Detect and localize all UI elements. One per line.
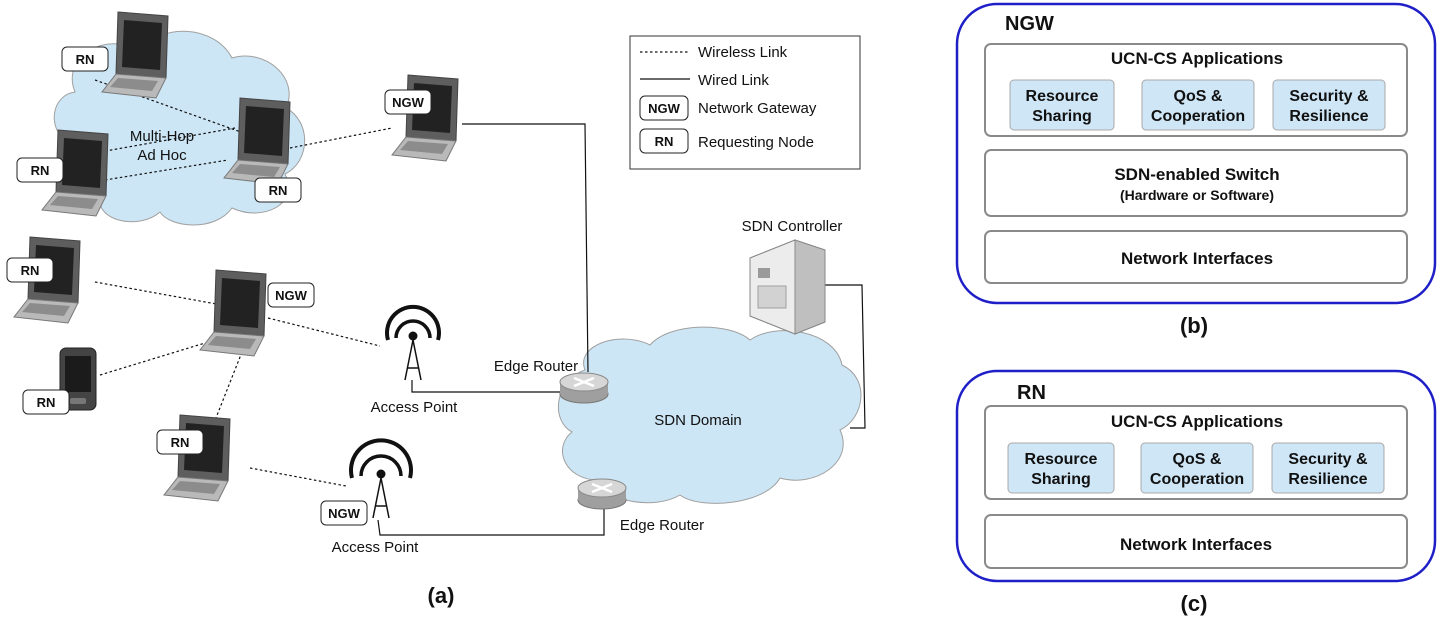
rn-app1-line1: Resource (1025, 451, 1098, 468)
network-diagram: RN RN RN NGW RN NGW RN RN NGW Multi-Hop … (6, 11, 866, 608)
rn-app2-line1: QoS & (1173, 451, 1222, 468)
legend-ngw-tag: NGW (648, 101, 681, 116)
rn-tag: RN (269, 183, 288, 198)
caption-c: (c) (1181, 591, 1208, 616)
antenna-icon (349, 438, 413, 519)
laptop-icon (391, 74, 459, 162)
rn-tag: RN (76, 52, 95, 67)
legend-rn-tag: RN (655, 134, 674, 149)
ngw-app1-line2: Sharing (1032, 108, 1092, 125)
rn-app3-line2: Resilience (1288, 471, 1367, 488)
ngw-app1-line1: Resource (1026, 88, 1099, 105)
server-icon (749, 239, 826, 335)
rn-app-qos (1140, 442, 1254, 494)
ngw-tag: NGW (392, 95, 425, 110)
rn-tag: RN (31, 163, 50, 178)
rn-interfaces-label: Network Interfaces (1120, 535, 1272, 554)
rn-app-resource-sharing (1007, 442, 1115, 494)
ngw-stack-title: NGW (1005, 13, 1054, 35)
edge-router-icon (576, 477, 628, 511)
rn-app3-line1: Security & (1288, 451, 1368, 468)
adhoc-label-line2: Ad Hoc (137, 147, 187, 164)
legend: NGW RN Wireless Link Wired Link Network … (629, 35, 861, 170)
ngw-app3-line2: Resilience (1289, 108, 1368, 125)
rn-app2-line2: Cooperation (1150, 471, 1244, 488)
edge-router-label: Edge Router (494, 358, 578, 375)
ngw-interfaces-label: Network Interfaces (1121, 249, 1273, 268)
ngw-app3-line1: Security & (1289, 88, 1369, 105)
ngw-app2-line2: Cooperation (1151, 108, 1245, 125)
ngw-switch-layer (984, 149, 1408, 217)
ngw-app-security (1272, 79, 1386, 131)
ngw-interfaces-layer (984, 230, 1408, 284)
rn-tag: RN (21, 263, 40, 278)
legend-wireless-label: Wireless Link (698, 44, 788, 61)
wireless-links (94, 79, 393, 487)
sdn-controller-label: SDN Controller (742, 218, 843, 235)
sdn-domain-label: SDN Domain (654, 412, 742, 429)
rn-app-security (1271, 442, 1385, 494)
ngw-tag: NGW (328, 506, 361, 521)
rn-apps-title: UCN-CS Applications (1111, 412, 1283, 431)
legend-wired-label: Wired Link (698, 72, 769, 89)
laptop-icon (199, 269, 267, 357)
laptop-icon (163, 414, 231, 502)
ngw-tag: NGW (275, 288, 308, 303)
legend-rn-label: Requesting Node (698, 134, 814, 151)
ngw-app-qos (1141, 79, 1255, 131)
rn-stack: RN UCN-CS Applications Resource Sharing … (955, 369, 1437, 616)
ngw-switch-line2: (Hardware or Software) (1120, 187, 1274, 203)
edge-router-icon (558, 371, 610, 405)
ngw-app-resource-sharing (1009, 79, 1115, 131)
caption-a: (a) (428, 583, 455, 608)
sdn-domain-cloud (557, 326, 862, 504)
rn-tag: RN (171, 435, 190, 450)
rn-tag: RN (37, 395, 56, 410)
rn-interfaces-layer (984, 514, 1408, 569)
ngw-app2-line1: QoS & (1174, 88, 1223, 105)
access-point-label: Access Point (332, 539, 420, 556)
edge-router-label: Edge Router (620, 517, 704, 534)
rn-app1-line2: Sharing (1031, 471, 1091, 488)
rn-stack-title: RN (1017, 382, 1046, 404)
antenna-icon (385, 304, 441, 381)
legend-ngw-label: Network Gateway (698, 100, 817, 117)
wired-links (377, 123, 866, 536)
node-tags: RN RN RN NGW RN NGW RN RN NGW (6, 46, 432, 526)
adhoc-label-line1: Multi-Hop (130, 128, 194, 145)
ngw-apps-title: UCN-CS Applications (1111, 49, 1283, 68)
caption-b: (b) (1180, 313, 1208, 338)
access-point-label: Access Point (371, 399, 459, 416)
ngw-stack: NGW UCN-CS Applications Resource Sharing… (955, 2, 1437, 338)
ngw-switch-line1: SDN-enabled Switch (1114, 165, 1279, 184)
